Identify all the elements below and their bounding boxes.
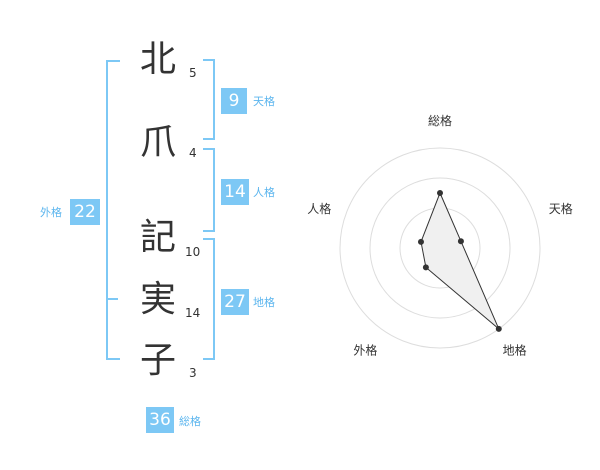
radar-point-2: [457, 238, 464, 245]
gaikaku-bracket-mid-tick: [106, 298, 118, 300]
jinkaku-bracket: [203, 148, 215, 232]
radar-point-1: [437, 190, 443, 196]
name-char-3: 記: [139, 217, 176, 258]
stroke-count-1: 5: [189, 66, 197, 80]
jinkaku-label: 人格: [253, 186, 275, 199]
radar-point-5: [417, 238, 424, 245]
stroke-count-2: 4: [189, 146, 197, 160]
soukaku-value: 36: [146, 407, 174, 433]
soukaku-label: 総格: [179, 415, 201, 428]
jinkaku-value: 14: [221, 179, 249, 205]
stroke-count-3: 10: [185, 245, 201, 259]
name-char-2: 爪: [139, 122, 176, 163]
stroke-count-4: 14: [185, 306, 201, 320]
radar-axis-label-4: 外格: [353, 343, 377, 358]
radar-point-3: [495, 325, 502, 332]
radar-polygon: [420, 191, 500, 330]
gaikaku-value: 22: [70, 199, 100, 225]
radar-axis-label-1: 総格: [428, 113, 452, 128]
radar-ring-1: [339, 147, 541, 349]
radar-ring-2: [369, 177, 511, 319]
name-char-1: 北: [139, 39, 176, 80]
radar-axis-label-3: 地格: [503, 343, 527, 358]
name-char-5: 子: [139, 340, 176, 381]
tenkaku-label: 天格: [253, 95, 275, 108]
stroke-count-5: 3: [189, 366, 197, 380]
gaikaku-bracket: [106, 60, 120, 360]
radar-point-4: [422, 264, 429, 271]
chikaku-label: 地格: [253, 296, 275, 309]
tenkaku-value: 9: [221, 88, 247, 114]
tenkaku-bracket: [203, 59, 215, 140]
gaikaku-label: 外格: [40, 206, 62, 219]
radar-axis-label-2: 天格: [549, 201, 573, 216]
chikaku-value: 27: [221, 289, 249, 315]
name-char-4: 実: [139, 279, 176, 320]
radar-axis-label-5: 人格: [307, 201, 331, 216]
chikaku-bracket: [203, 238, 215, 360]
